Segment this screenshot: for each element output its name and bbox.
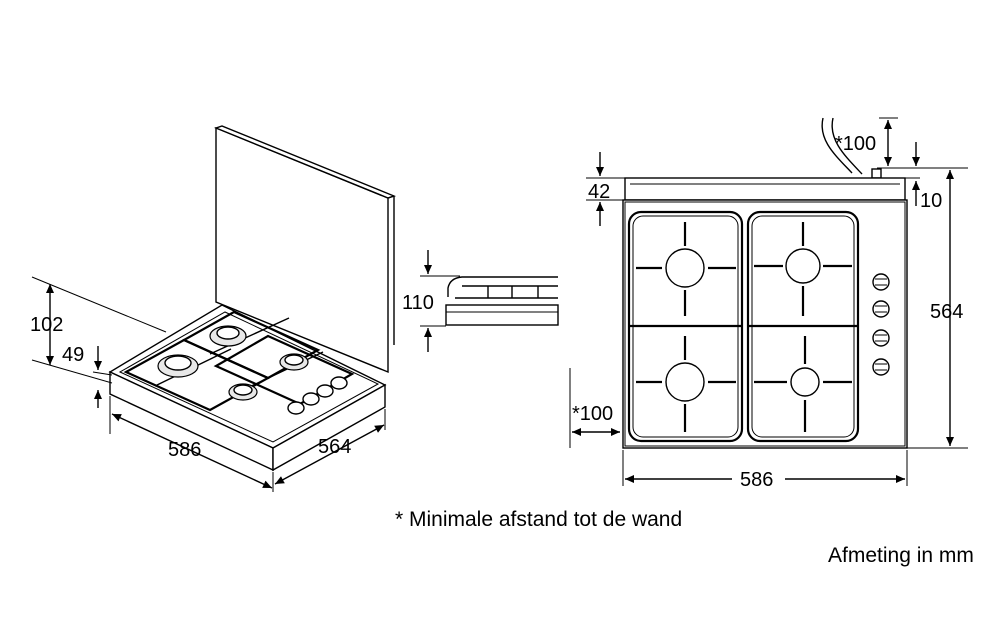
- dim-top-side-wall: *100: [572, 403, 613, 425]
- burners: [157, 325, 309, 401]
- dim-iso-depth: 564: [318, 436, 351, 458]
- glass-cover: [213, 125, 397, 374]
- burner-top-left: [636, 222, 736, 316]
- dim-iso-width: 586: [168, 439, 201, 461]
- isometric-view: 102 49 586 564: [30, 125, 397, 492]
- dim-top-width: 586: [740, 469, 773, 491]
- dim-iso-height-total: 102: [30, 314, 63, 336]
- note-min-distance: * Minimale afstand tot de wand: [395, 508, 682, 531]
- pan-supports: [123, 310, 355, 412]
- burner-bottom-right: [754, 336, 852, 432]
- control-knobs: [287, 376, 348, 415]
- burner-top-right: [754, 222, 852, 316]
- top-view: 42 *100 10 564 *100 586: [569, 117, 968, 491]
- note-units: Afmeting in mm: [828, 544, 974, 567]
- dim-top-cover-depth: 42: [588, 181, 610, 203]
- dim-side-height: 110: [402, 292, 434, 314]
- burner-bottom-left: [636, 336, 736, 432]
- control-knobs-top: [872, 273, 890, 376]
- dim-iso-height-hob: 49: [62, 344, 84, 366]
- dim-top-rear-wall: *100: [835, 133, 876, 155]
- side-view: 110: [402, 250, 559, 352]
- dim-top-rear-offset: 10: [920, 190, 942, 212]
- dim-top-depth: 564: [930, 301, 963, 323]
